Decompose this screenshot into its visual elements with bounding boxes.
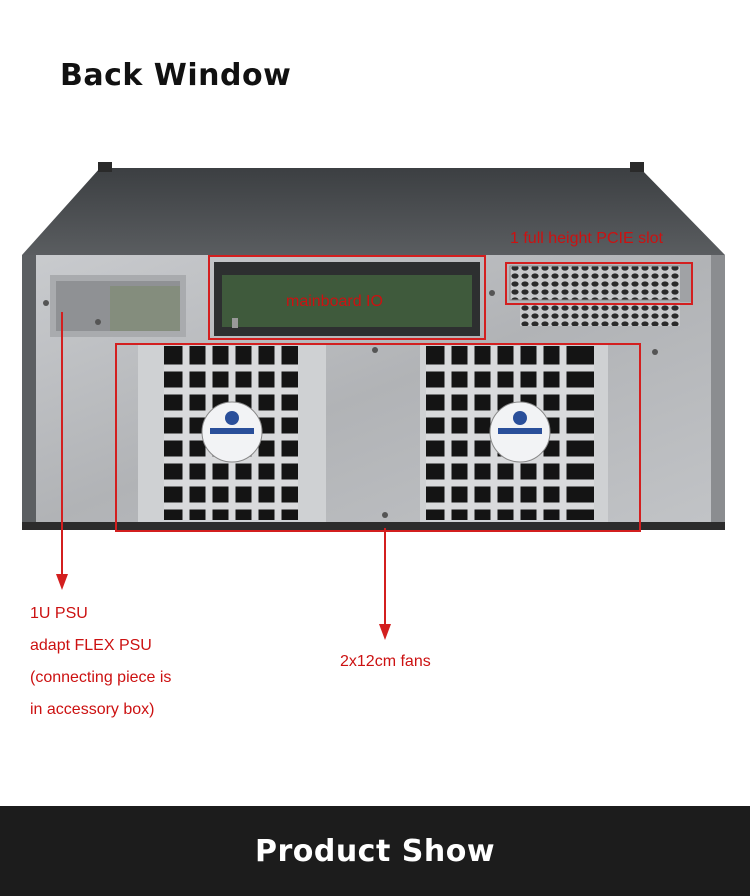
psu-label-line: (connecting piece is [30, 669, 172, 686]
fans-label: 2x12cm fans [340, 653, 431, 670]
fan-icon [420, 344, 608, 522]
arrow-down-icon [56, 312, 68, 590]
arrow-down-icon [379, 528, 391, 640]
footer-title: Product Show [254, 833, 496, 869]
pcie-slot-label: 1 full height PCIE slot [510, 230, 663, 247]
psu-label-line: 1U PSU [30, 605, 88, 622]
psu-label-line: adapt FLEX PSU [30, 637, 152, 654]
page-title: Back Window [60, 58, 292, 93]
fan-icon [138, 344, 326, 522]
psu-label-line: in accessory box) [30, 701, 155, 718]
mainboard-io-label: mainboard IO [286, 293, 383, 310]
chassis-photo [22, 162, 725, 640]
footer-banner: Product Show [0, 806, 750, 896]
